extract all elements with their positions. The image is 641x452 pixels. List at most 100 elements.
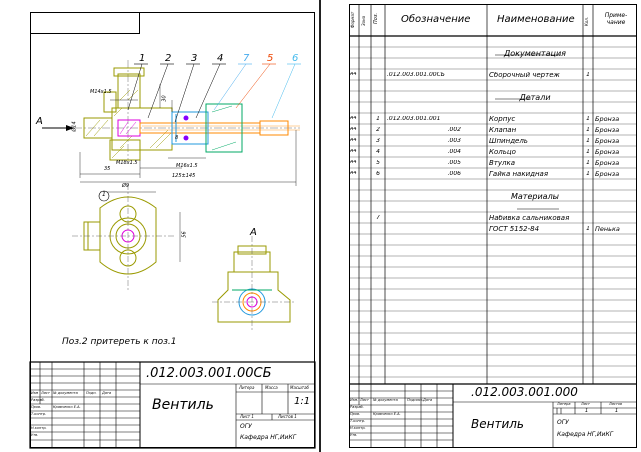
spec-cell-qty: 1 (586, 116, 590, 122)
spec-cell-pos: 1 (376, 116, 380, 122)
callout-5: 5 (267, 53, 274, 64)
spec-cell-qty: 1 (586, 149, 590, 155)
col-list: Лист (41, 391, 50, 395)
callout-2: 2 (165, 53, 172, 64)
left-designation: .012.003.001.00СБ (146, 366, 272, 381)
right-row-razrab: Разраб. (350, 405, 364, 409)
hdr-designation: Обозначение (401, 14, 471, 25)
spec-cell-pos: 6 (376, 171, 380, 177)
right-sheet-num: 1 (585, 408, 589, 414)
spec-cell-designation: .012.003.001.001 (387, 116, 441, 122)
right-razrab-name: Кравченко Е.А. (373, 412, 401, 416)
right-row-prov: Пров. (350, 412, 361, 416)
spec-cell-format: А4 (350, 127, 357, 132)
callout-6: 6 (292, 53, 299, 64)
spec-cell-note: Бронза (595, 138, 620, 145)
callout-3: 3 (191, 53, 198, 64)
hdr-zone: Зона (361, 15, 366, 26)
spec-cell-name: Кольцо (489, 149, 516, 156)
spec-cell-format: А4 (350, 149, 357, 154)
sheets-total: Листов 1 (278, 414, 297, 419)
spec-grid (349, 4, 637, 448)
spec-section-row: Детали (321, 91, 641, 102)
spec-frame (349, 4, 637, 448)
spec-cell-note: Пенька (595, 226, 620, 233)
dim-d9: Ø9 (122, 183, 130, 189)
spec-cell-note: Бронза (595, 160, 620, 167)
spec-cell-name: ГОСТ 5152-84 (489, 226, 540, 233)
right-row-nkontr: Н.контр. (350, 426, 366, 430)
spindle-part (139, 120, 300, 136)
scale-header: Масштаб (290, 385, 310, 390)
mass-header: Масса (265, 385, 278, 390)
right-lit-header: Литера (557, 402, 571, 406)
right-org: ОГУ (557, 419, 569, 426)
org-dept: Кафедра НГ,ИиКГ (240, 434, 297, 441)
view-a-label: А (250, 227, 257, 238)
spec-cell-qty: 1 (586, 171, 590, 177)
hdr-qty: Кол. (584, 16, 589, 26)
nut-part (205, 103, 243, 153)
spec-cell-name: Набивка сальниковая (489, 215, 570, 222)
spec-cell-name: Детали (519, 94, 551, 102)
hdr-name: Наименование (497, 14, 575, 25)
specification-sheet: Формат Зона Поз. Обозначение Наименовани… (321, 0, 641, 452)
spec-cell-qty: 1 (586, 72, 590, 78)
hdr-note: Приме-чание (604, 12, 628, 27)
assembly-note: Поз.2 притереть к поз.1 (62, 337, 177, 347)
spec-cell-format: А4 (350, 72, 357, 77)
col-date: Дата (102, 391, 112, 395)
row-prov: Пров. (31, 405, 42, 409)
spec-cell-qty: 1 (586, 160, 590, 166)
right-col-list: Лист (360, 398, 369, 402)
right-org-dept: Кафедра НГ,ИиКГ (557, 431, 614, 438)
right-col-sign: Подпись (407, 398, 423, 402)
dim-small-1: 1 (102, 191, 106, 198)
spec-title-block-grid (349, 384, 637, 448)
top-stamp (30, 12, 140, 34)
spec-cell-note: Бронза (595, 116, 620, 123)
ring-part (183, 115, 189, 141)
dim-dia14: Ø14 (71, 121, 78, 132)
org-name: ОГУ (240, 423, 252, 430)
razrab-name: Кравченко Е.А. (53, 405, 81, 409)
right-row-tkontr: Т.контр. (350, 419, 366, 423)
spec-cell-qty: 1 (586, 127, 590, 133)
sheet-number: Лист 1 (240, 414, 254, 419)
col-doc: № документа (53, 391, 78, 395)
spec-row: 7 Набивка сальниковая (321, 212, 641, 223)
body-hatching (85, 89, 173, 159)
spec-cell-designation: .006 (447, 171, 461, 177)
callout-7: 7 (243, 53, 250, 64)
right-row-utv: Утв. (350, 433, 358, 437)
lit-header: Литера (239, 385, 255, 390)
dim-30: 30 (161, 95, 168, 102)
right-col-date: Дата (423, 398, 433, 402)
title-block-grid (29, 361, 316, 449)
col-izm: Изм (31, 391, 39, 395)
spec-row (321, 201, 641, 212)
spec-row (321, 179, 641, 190)
right-sheets-header: Листов (609, 402, 623, 406)
left-product-name: Вентиль (152, 397, 214, 413)
hdr-format: Формат (350, 11, 355, 28)
arrow-a-label: A (36, 116, 43, 127)
row-tkontr: Т.контр. (31, 412, 47, 416)
spec-cell-format: А4 (350, 160, 357, 165)
spec-cell-pos: 3 (376, 138, 380, 144)
right-product-name: Вентиль (471, 417, 524, 431)
right-col-doc: № документа (373, 398, 398, 402)
spec-cell-designation: .002 (447, 127, 461, 133)
spec-cell-pos: 7 (376, 215, 380, 221)
row-nkontr: Н.контр. (31, 426, 47, 430)
spec-section-row: Материалы (321, 190, 641, 201)
spec-row (321, 58, 641, 69)
right-sheets-num: 1 (615, 408, 619, 414)
spec-cell-qty: 1 (586, 138, 590, 144)
dim-m16: М16х1.5 (176, 163, 198, 169)
front-view (83, 196, 157, 275)
